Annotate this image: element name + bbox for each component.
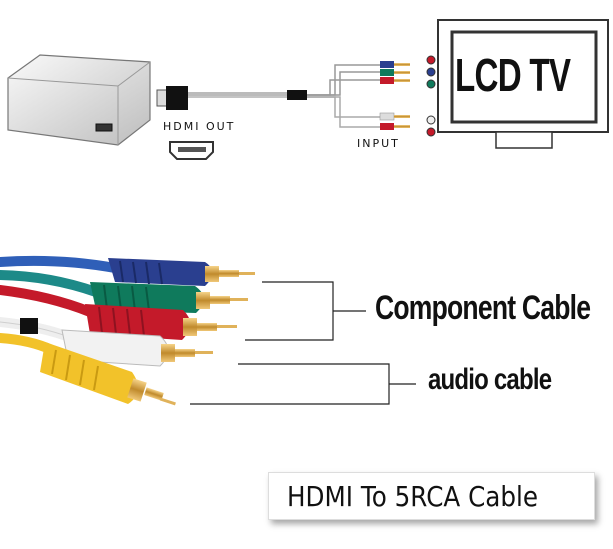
blue-rca-plug-icon <box>108 258 255 286</box>
small-rca-plugs-icon <box>379 61 410 130</box>
red-rca-plug-icon <box>85 304 237 340</box>
tv-input-jacks-icon <box>426 55 436 137</box>
footer-caption-box: HDMI To 5RCA Cable <box>268 472 595 520</box>
lcd-tv-icon <box>437 19 609 149</box>
tv-label: LCD TV <box>455 49 571 101</box>
input-label: INPUT <box>357 137 400 150</box>
split-wires <box>307 64 380 128</box>
component-bracket <box>245 281 366 341</box>
audio-bracket <box>190 363 416 405</box>
cable-sleeve <box>20 318 38 334</box>
hdmi-out-label: HDMI OUT <box>163 120 236 133</box>
footer-caption: HDMI To 5RCA Cable <box>287 480 539 513</box>
source-device-icon <box>7 54 151 146</box>
audio-cable-label: audio cable <box>428 363 552 396</box>
hdmi-port-icon <box>169 141 214 160</box>
green-rca-plug-icon <box>90 282 248 313</box>
yellow-rca-plug-icon <box>40 342 176 406</box>
component-cable-label: Component Cable <box>375 289 591 327</box>
hdmi-connector-icon <box>156 86 307 110</box>
